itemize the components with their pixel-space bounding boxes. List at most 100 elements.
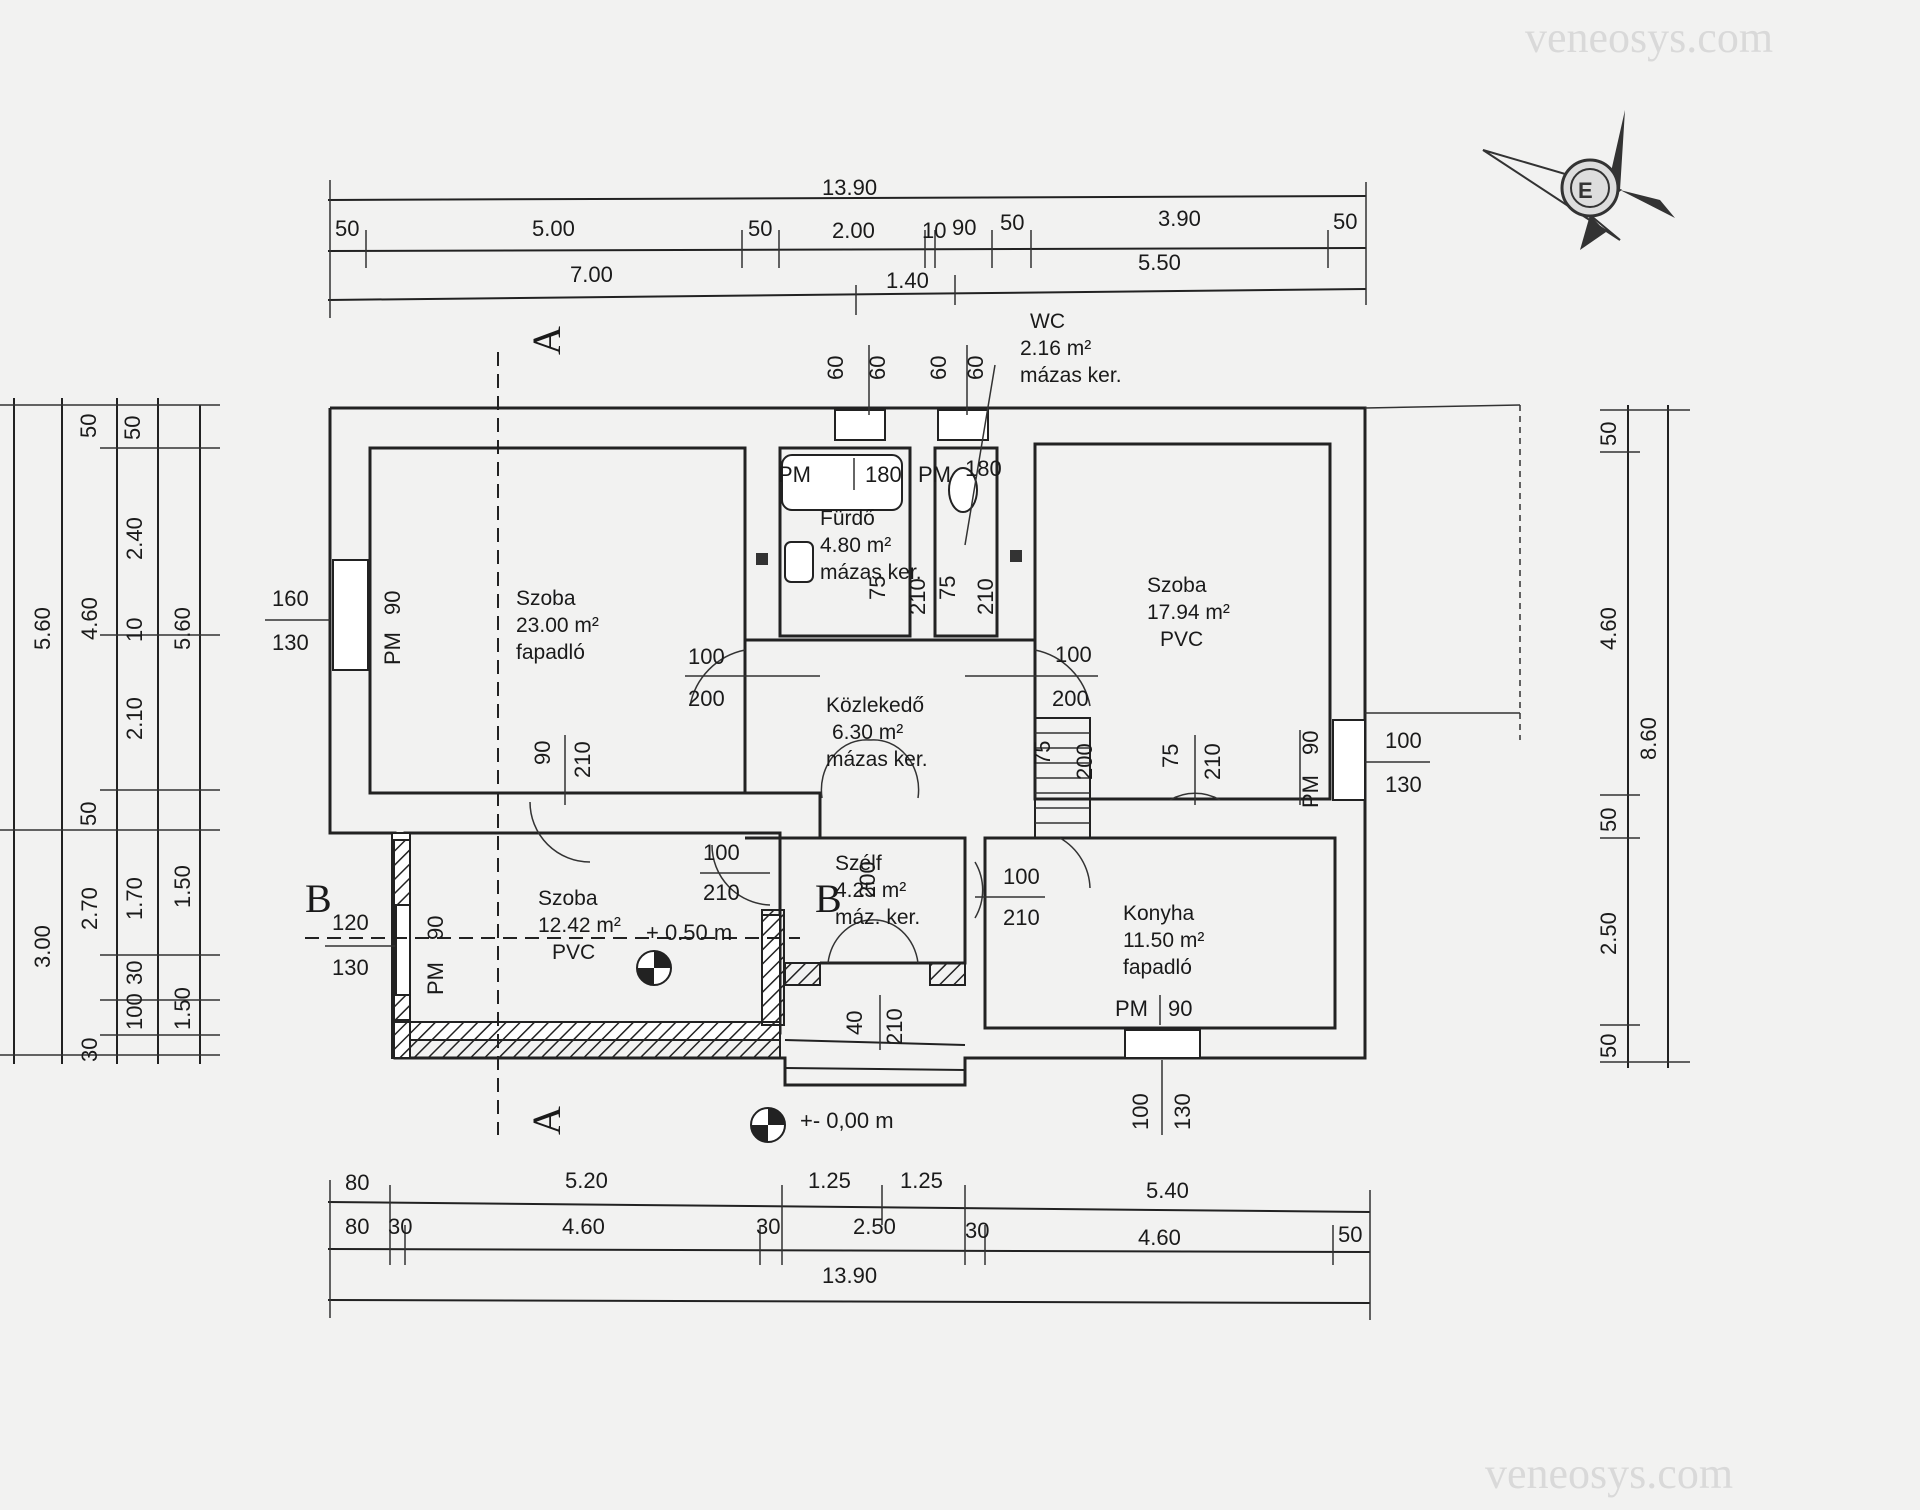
watermark-bottom-right: veneosys.com	[1485, 1449, 1733, 1498]
room-floor: PVC	[1160, 628, 1203, 651]
door-kitchen-w: 100	[1003, 864, 1040, 889]
bath-door-w: 75	[865, 576, 890, 600]
top-dimensions: 13.90 50 5.00 50 2.00 10 90 50 3.90 50 7…	[327, 175, 1367, 318]
win-left-pm: PM	[380, 632, 405, 665]
bottom-dim-row2-6: 30	[965, 1218, 989, 1243]
win-room3-90: 90	[423, 916, 448, 940]
right-dim-50c: 50	[1596, 1034, 1621, 1058]
bottom-dim-row2-3: 4.60	[562, 1214, 605, 1239]
right-dim-50a: 50	[1596, 422, 1621, 446]
door-room2-h: 210	[1200, 743, 1225, 780]
wc-door-w: 75	[935, 576, 960, 600]
left-dim-3.00: 3.00	[30, 925, 55, 968]
room-furdo: Fürdő 4.80 m² mázas ker.	[820, 507, 922, 584]
left-dim-2.70: 2.70	[77, 887, 102, 930]
room-name: Fürdő	[820, 507, 875, 530]
door-room1-w: 90	[530, 741, 555, 765]
bottom-dim-3: 1.25	[808, 1168, 851, 1193]
bottom-dim-row2-5: 2.50	[853, 1214, 896, 1239]
bottom-dim-row2-1: 80	[345, 1214, 369, 1239]
room-area: 23.00 m²	[516, 614, 599, 637]
svg-text:E: E	[1578, 178, 1593, 203]
level-marker-upper: + 0.50 m	[636, 920, 732, 986]
stair-h: 200	[1072, 743, 1097, 780]
left-dim-50a: 50	[76, 414, 101, 438]
entrance-w: 40	[842, 1011, 867, 1035]
win-right-90: 90	[1298, 731, 1323, 755]
bath-tub-pm: PM	[778, 462, 811, 487]
room-area: 4.80 m²	[820, 534, 891, 557]
room-name: Szoba	[538, 887, 598, 910]
win-right-w: 100	[1385, 728, 1422, 753]
level-marker-ground: +- 0,00 m	[750, 1107, 894, 1143]
win-top-bath-a: 60	[823, 356, 848, 380]
left-dim-4.60: 4.60	[77, 597, 102, 640]
top-dim-7: 50	[1000, 210, 1024, 235]
room-floor: mázas ker.	[820, 561, 922, 584]
door-szelf-200: 200	[855, 861, 880, 898]
win-room3-w: 120	[332, 910, 369, 935]
left-dim-1.70: 1.70	[122, 877, 147, 920]
room-floor: PVC	[552, 941, 595, 964]
north-arrow-icon: E	[1482, 110, 1675, 250]
bath-door-h: 210	[905, 578, 930, 615]
room-floor: fapadló	[516, 641, 585, 664]
section-a-top: A	[524, 326, 569, 355]
door-szelf-h: 210	[703, 880, 740, 905]
win-kitchen-h: 130	[1170, 1093, 1195, 1130]
bottom-dim-row2-4: 30	[756, 1214, 780, 1239]
top-dim-row2-1: 7.00	[570, 262, 613, 287]
top-dim-5: 10	[922, 218, 946, 243]
door-kitchen-h: 210	[1003, 905, 1040, 930]
win-kitchen-90: 90	[1168, 996, 1192, 1021]
door-hall-left-h: 200	[688, 686, 725, 711]
room-name: Szoba	[516, 587, 576, 610]
left-dim-5.60b: 5.60	[170, 607, 195, 650]
wc-pm: PM	[918, 462, 951, 487]
right-dim-8.60: 8.60	[1636, 717, 1661, 760]
room-floor: máz. ker.	[835, 906, 920, 929]
room-konyha: Konyha 11.50 m² fapadló	[1123, 902, 1204, 979]
win-top-wc-a: 60	[926, 356, 951, 380]
section-b-right: B	[815, 876, 842, 921]
watermark-top-right: veneosys.com	[1525, 13, 1773, 62]
top-dim-9: 50	[1333, 209, 1357, 234]
level-upper-label: + 0.50 m	[646, 920, 732, 945]
room-szoba-3: Szoba 12.42 m² PVC	[538, 887, 621, 964]
left-dim-50b: 50	[76, 802, 101, 826]
door-hall-right-h: 200	[1052, 686, 1089, 711]
opening-labels: 60 60 60 60 PM 180 PM 180 75 210 75 210 …	[265, 345, 1430, 1135]
room-floor: mázas ker.	[826, 748, 928, 771]
bottom-dim-1: 80	[345, 1170, 369, 1195]
left-dimensions: 5.60 3.00 4.60 2.70 30 50 2.40 10 2.10 5…	[0, 398, 220, 1064]
room-szoba-1: Szoba 23.00 m² fapadló	[516, 587, 599, 664]
room-area: 4.25 m²	[835, 879, 906, 902]
win-right-h: 130	[1385, 772, 1422, 797]
top-dim-4: 2.00	[832, 218, 875, 243]
door-room1-h: 210	[570, 741, 595, 778]
bottom-dim-row2-7: 4.60	[1138, 1225, 1181, 1250]
room-area: 6.30 m²	[832, 721, 903, 744]
top-dim-2: 5.00	[532, 216, 575, 241]
top-dim-row2-3: 5.50	[1138, 250, 1181, 275]
left-dim-1.50b: 1.50	[170, 987, 195, 1030]
bottom-dimensions: 80 5.20 1.25 1.25 5.40 80 30 4.60 30 2.5…	[327, 1168, 1371, 1320]
bottom-dim-2: 5.20	[565, 1168, 608, 1193]
room-area: 12.42 m²	[538, 914, 621, 937]
left-dim-30b: 30	[122, 961, 147, 985]
section-lines: A A B B	[305, 326, 842, 1135]
room-area: 11.50 m²	[1123, 929, 1204, 952]
left-dim-100: 100	[122, 993, 147, 1030]
top-dim-1: 50	[335, 216, 359, 241]
bottom-overall-dim: 13.90	[822, 1263, 877, 1288]
win-room3-pm: PM	[423, 962, 448, 995]
win-left-w: 160	[272, 586, 309, 611]
section-b-left: B	[305, 876, 332, 921]
door-room2-w: 75	[1158, 744, 1183, 768]
right-dim-2.50: 2.50	[1596, 912, 1621, 955]
left-dim-2.10: 2.10	[122, 697, 147, 740]
building-walls	[328, 404, 1521, 1087]
left-dim-30: 30	[77, 1038, 102, 1062]
top-dim-row2-2: 1.40	[886, 268, 929, 293]
